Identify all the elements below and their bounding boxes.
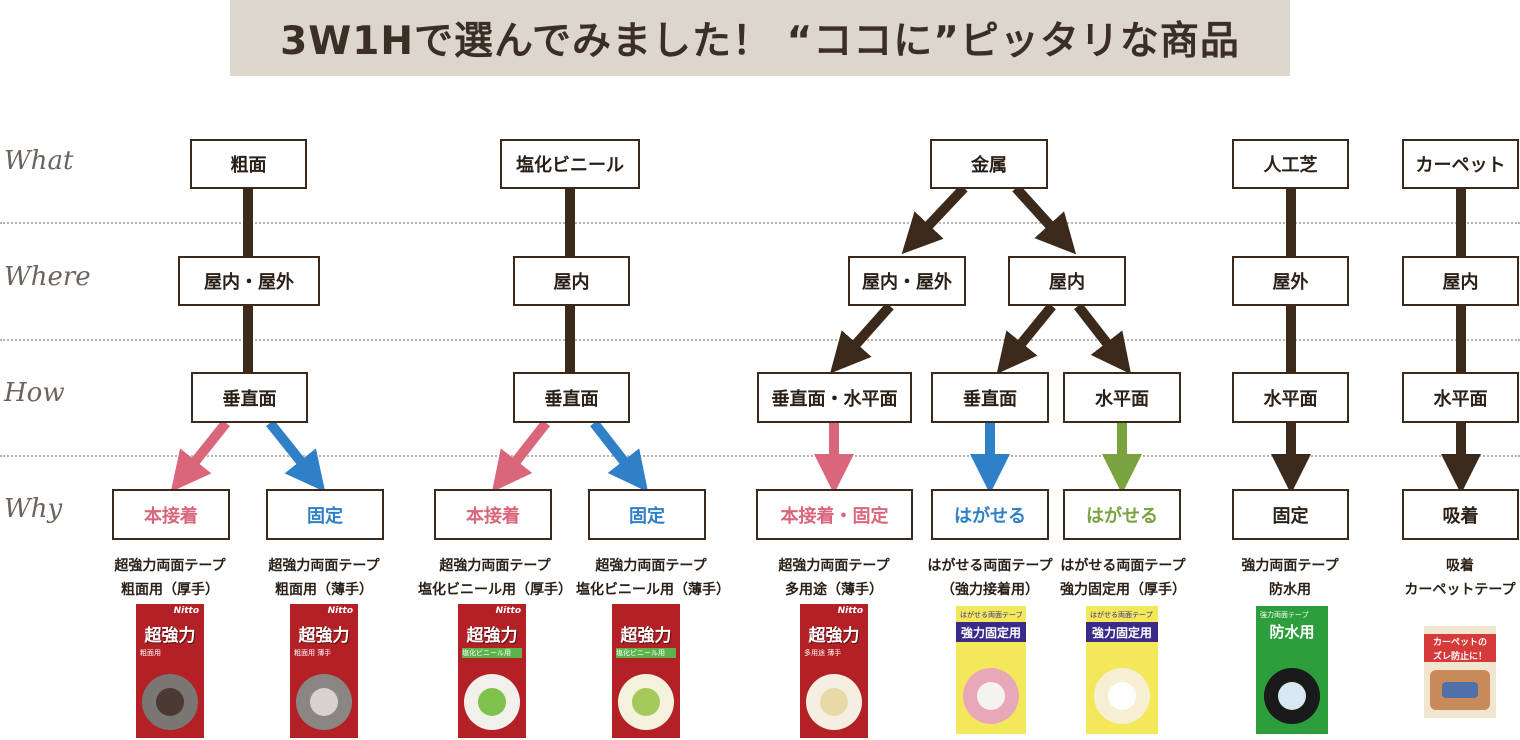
why-vinyl-bond: 本接着 — [434, 489, 552, 540]
product-package-image: 強力固定用 はがせる両面テープ — [1086, 606, 1158, 734]
why-turf: 固定 — [1232, 489, 1349, 540]
arrow-metal-in — [1012, 184, 1077, 255]
product-name: 超強力両面テープ粗面用（厚手） — [114, 558, 226, 598]
how-vinyl: 垂直面 — [513, 372, 630, 423]
how-metal-horiz: 水平面 — [1063, 372, 1181, 423]
where-metal-in: 屋内 — [1008, 256, 1126, 306]
arrow-fix — [590, 419, 649, 493]
where-rough: 屋内・屋外 — [178, 256, 320, 306]
product-package-image: カーペットの ズレ防止に！ — [1424, 626, 1496, 718]
what-vinyl: 塩化ビニール — [500, 139, 640, 189]
product-name: 超強力両面テープ多用途（薄手） — [778, 558, 890, 598]
row-label-what: What — [4, 146, 74, 176]
arrow-bond — [491, 419, 550, 493]
product-package-image: 防水用 強力両面テープ — [1256, 606, 1328, 734]
product-package-image: 強力固定用 はがせる両面テープ — [956, 606, 1026, 734]
arrow-metal-both-how — [830, 302, 894, 374]
why-carpet: 吸着 — [1402, 489, 1519, 540]
how-turf: 水平面 — [1232, 372, 1349, 423]
why-vinyl-fix: 固定 — [588, 489, 706, 540]
arrow-metal-both — [901, 184, 968, 255]
row-divider — [0, 455, 1520, 457]
how-rough: 垂直面 — [191, 372, 308, 423]
why-metal-bondfix: 本接着・固定 — [756, 489, 913, 540]
why-metal-peel: はがせる — [931, 489, 1049, 540]
product-package-image: Nitto 超強力 粗面用 — [136, 604, 204, 738]
how-metal-both: 垂直面・水平面 — [757, 372, 912, 423]
what-carpet: カーペット — [1402, 139, 1519, 189]
row-label-where: Where — [4, 262, 91, 292]
product-name: 吸着カーペットテープ — [1404, 558, 1516, 598]
why-metal-peel: はがせる — [1063, 489, 1181, 540]
where-turf: 屋外 — [1232, 256, 1349, 306]
arrow-metal-horiz — [1074, 302, 1132, 375]
arrow-bond — [170, 419, 230, 493]
how-metal-vert: 垂直面 — [931, 372, 1049, 423]
row-label-how: How — [4, 378, 65, 408]
row-label-why: Why — [4, 494, 63, 524]
row-divider — [0, 222, 1520, 224]
row-divider — [0, 339, 1520, 341]
how-carpet: 水平面 — [1402, 372, 1519, 423]
title-banner: 3W1Hで選んでみました！ “ココに”ピッタリな商品 — [230, 0, 1290, 76]
product-package-image: Nitto 超強力 塩化ビニール用 — [458, 604, 526, 738]
product-package-image: Nitto 超強力 多用途 薄手 — [800, 604, 868, 738]
arrow-fix — [266, 419, 326, 493]
what-turf: 人工芝 — [1232, 139, 1349, 189]
product-name: はがせる両面テープ（強力接着用） — [927, 558, 1053, 598]
why-rough-fix: 固定 — [266, 489, 384, 540]
where-carpet: 屋内 — [1402, 256, 1519, 306]
what-metal: 金属 — [930, 139, 1048, 189]
product-package-image: Nitto 超強力 粗面用 薄手 — [290, 604, 358, 738]
product-name: 強力両面テープ防水用 — [1241, 558, 1339, 598]
where-metal-both: 屋内・屋外 — [848, 256, 966, 306]
product-package-image: 超強力 塩化ビニール用 — [612, 604, 680, 738]
page-title: 3W1Hで選んでみました！ “ココに”ピッタリな商品 — [280, 19, 1240, 64]
what-rough: 粗面 — [190, 139, 307, 189]
product-name: 超強力両面テープ塩化ビニール用（厚手） — [418, 558, 572, 598]
where-vinyl: 屋内 — [513, 256, 630, 306]
product-name: はがせる両面テープ強力固定用（厚手） — [1060, 558, 1186, 598]
product-name: 超強力両面テープ粗面用（薄手） — [268, 558, 380, 598]
why-rough-bond: 本接着 — [112, 489, 230, 540]
arrow-metal-vert — [996, 302, 1056, 374]
product-name: 超強力両面テープ塩化ビニール用（薄手） — [576, 558, 730, 598]
